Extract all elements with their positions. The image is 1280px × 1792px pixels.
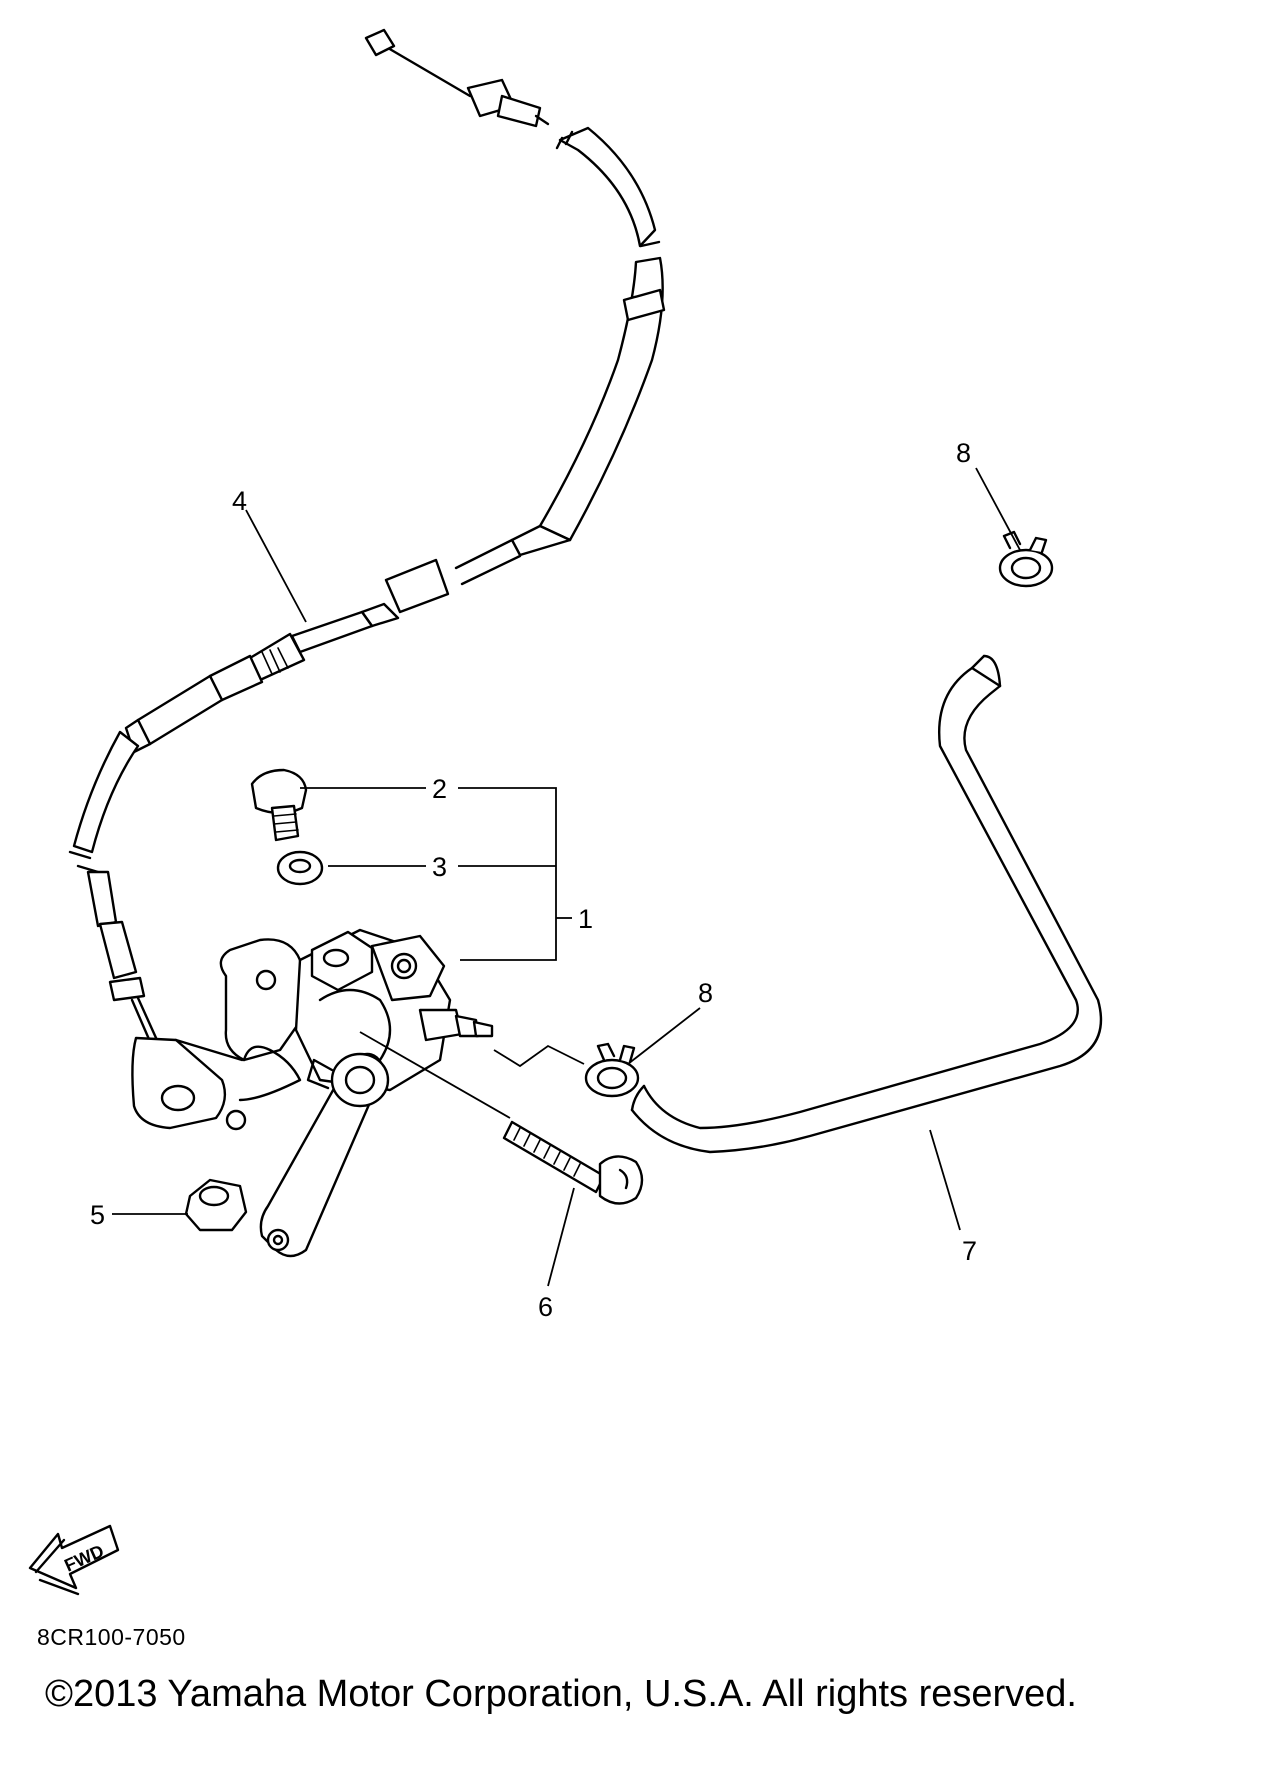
callout-3: 3 — [432, 852, 447, 882]
callout-8-lower: 8 — [698, 978, 713, 1008]
callout-7: 7 — [962, 1236, 977, 1266]
callout-8-upper: 8 — [956, 438, 971, 468]
hose-clip-upper — [998, 530, 1054, 588]
banjo-bolt — [250, 768, 308, 842]
callout-4: 4 — [232, 486, 247, 516]
gasket — [276, 850, 324, 886]
copyright-notice: ©2013 Yamaha Motor Corporation, U.S.A. A… — [45, 1673, 1077, 1715]
oil-pump-cable — [68, 28, 666, 1070]
callout-2: 2 — [432, 774, 447, 804]
cable-bracket — [131, 1036, 244, 1130]
callout-5: 5 — [90, 1200, 105, 1230]
forward-arrow-icon: FWD — [28, 1524, 120, 1596]
nut — [184, 1178, 248, 1232]
screw — [502, 1120, 644, 1205]
delivery-hose — [630, 654, 1103, 1154]
hose-clip-lower — [584, 1042, 640, 1098]
oil-pump-assembly — [219, 928, 494, 1258]
callout-6: 6 — [538, 1292, 553, 1322]
drawing-code: 8CR100-7050 — [37, 1624, 186, 1650]
callout-labels: 4 2 3 1 5 6 7 8 8 — [90, 438, 977, 1322]
callout-1: 1 — [578, 904, 593, 934]
leader-lines — [112, 467, 1021, 1287]
